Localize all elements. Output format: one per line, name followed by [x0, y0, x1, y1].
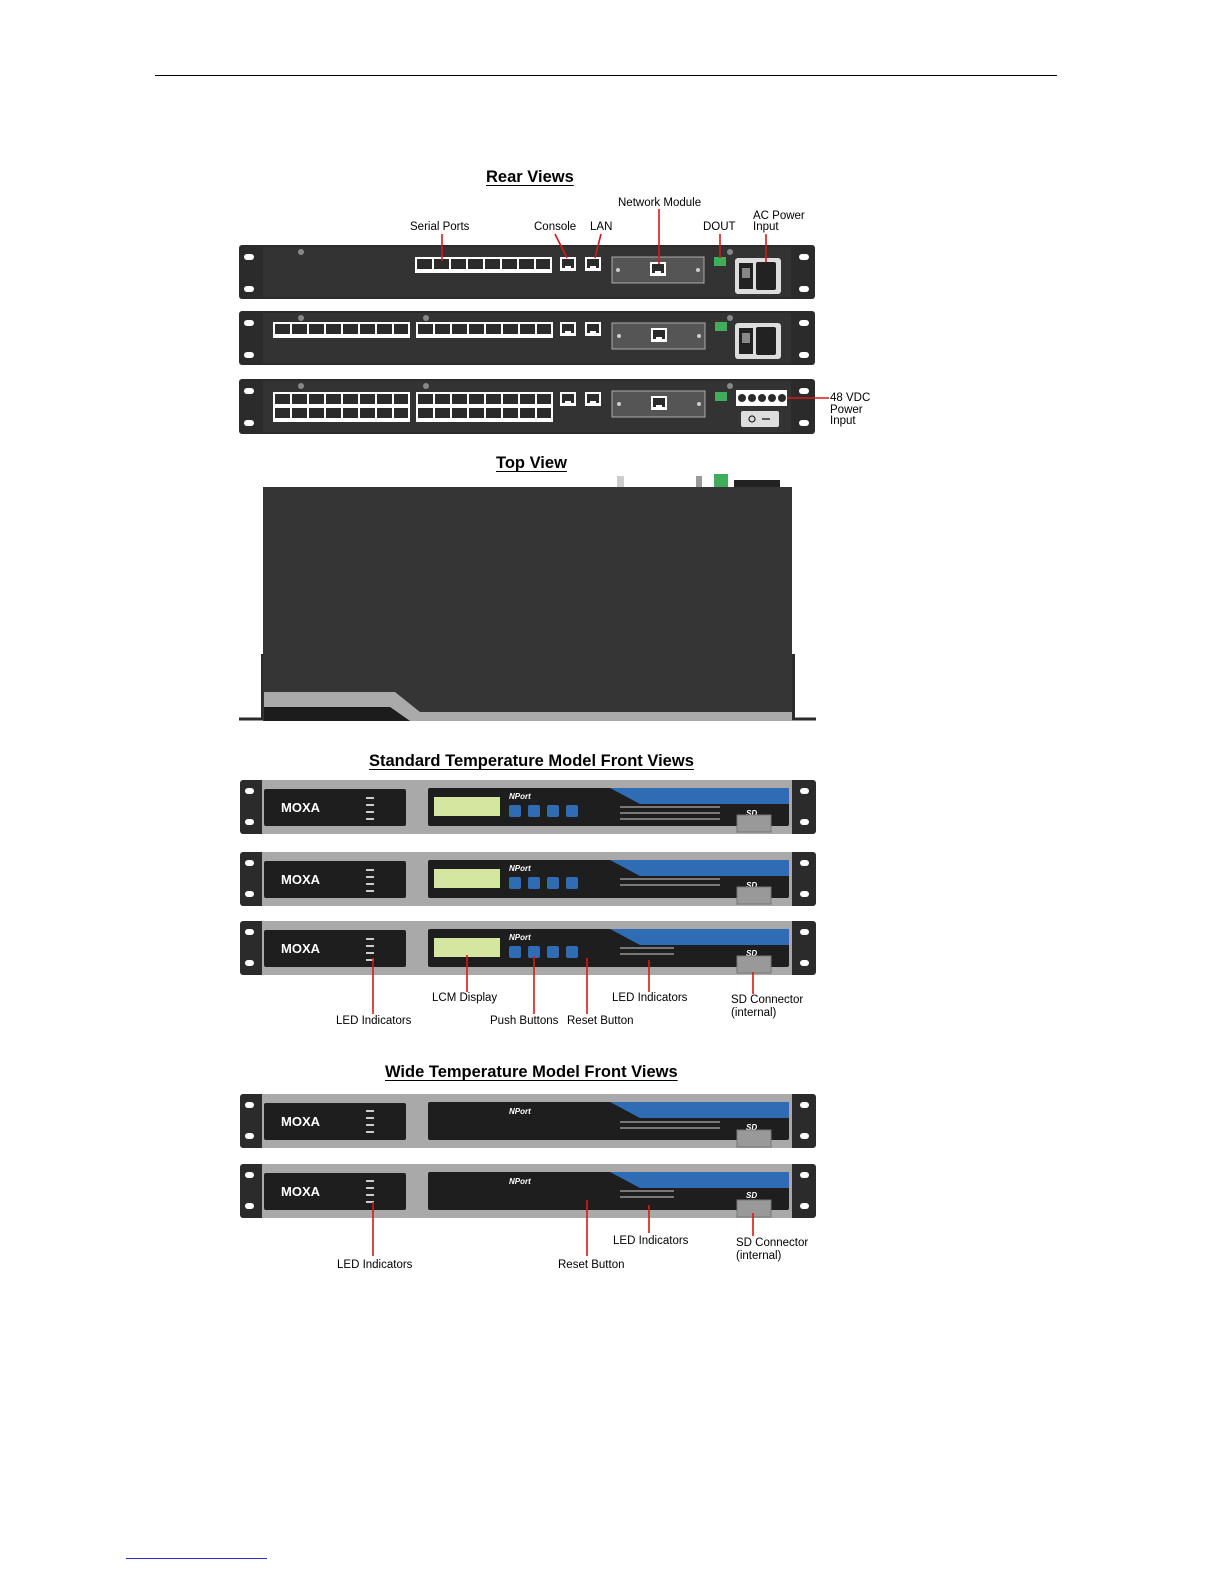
label-console: Console [534, 221, 577, 233]
top-view-unit [239, 474, 816, 721]
svg-text:SD: SD [746, 1191, 757, 1200]
moxa-logo: MOXA [281, 1114, 321, 1129]
rear-unit-16-port [239, 311, 815, 365]
label-ac-power-input: AC Power Input [753, 210, 805, 233]
svg-text:SD: SD [746, 1123, 757, 1132]
wide-front-views-heading: Wide Temperature Model Front Views [385, 1063, 678, 1081]
front-unit-wide-16: MOXA NPort SD [240, 1094, 816, 1148]
moxa-logo: MOXA [281, 872, 321, 887]
front-unit-std-32: MOXA NPort SD [240, 780, 816, 834]
front-unit-std-8: MOXA NPort SD [240, 921, 816, 975]
label-led-indicators-left-wide: LED Indicators [337, 1259, 413, 1271]
label-led-indicators-right-wide: LED Indicators [613, 1235, 689, 1247]
svg-text:SD: SD [746, 881, 757, 890]
svg-text:NPort: NPort [509, 1107, 531, 1116]
svg-text:SD: SD [746, 949, 757, 958]
rear-callout-lines [441, 209, 829, 399]
standard-front-callout-lines [372, 955, 754, 1014]
svg-text:NPort: NPort [509, 792, 531, 801]
label-led-indicators-left: LED Indicators [336, 1015, 412, 1027]
label-lcm-display: LCM Display [432, 992, 498, 1004]
standard-front-views-heading: Standard Temperature Model Front Views [369, 752, 694, 770]
svg-text:NPort: NPort [509, 933, 531, 942]
label-sd-connector-wide: SD Connector (internal) [736, 1237, 809, 1262]
rear-views-heading: Rear Views [486, 168, 574, 186]
label-dout: DOUT [703, 221, 736, 233]
svg-text:SD: SD [746, 809, 757, 818]
label-network-module: Network Module [618, 197, 702, 209]
label-reset-button: Reset Button [567, 1015, 634, 1027]
label-serial-ports: Serial Ports [410, 221, 470, 233]
label-reset-button-wide: Reset Button [558, 1259, 625, 1271]
label-lan: LAN [590, 221, 613, 233]
label-led-indicators-right: LED Indicators [612, 992, 688, 1004]
label-sd-connector: SD Connector (internal) [731, 994, 804, 1019]
top-view-heading: Top View [496, 454, 567, 472]
svg-text:NPort: NPort [509, 864, 531, 873]
label-push-buttons: Push Buttons [490, 1015, 559, 1027]
rear-unit-32-port [239, 379, 815, 434]
rear-unit-8-port [239, 245, 815, 299]
moxa-logo: MOXA [281, 1184, 321, 1199]
footer-rule [126, 1558, 267, 1559]
svg-text:NPort: NPort [509, 1177, 531, 1186]
moxa-logo: MOXA [281, 800, 321, 815]
moxa-logo: MOXA [281, 941, 321, 956]
front-unit-std-16: MOXA NPort SD [240, 852, 816, 906]
wide-front-callout-lines [372, 1200, 754, 1256]
label-dc-power-input: 48 VDC Power Input [830, 392, 871, 427]
header-rule [155, 75, 1057, 76]
front-unit-wide-8: MOXA NPort SD [240, 1164, 816, 1218]
